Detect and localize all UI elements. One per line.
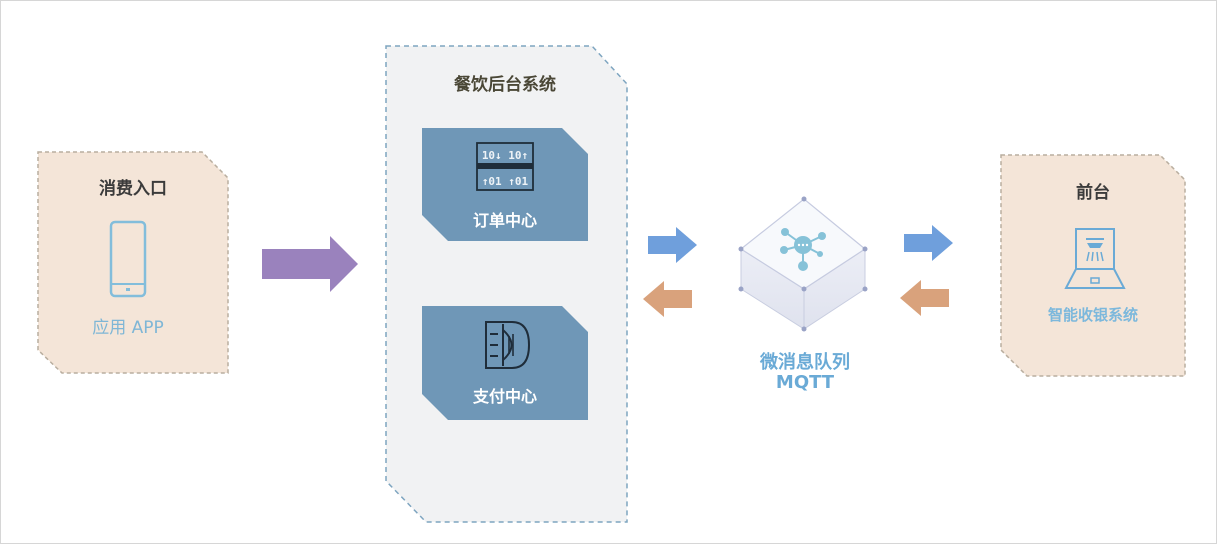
front-desk-title: 前台: [1076, 183, 1110, 203]
svg-text:↑01 ↑01: ↑01 ↑01: [482, 175, 529, 188]
hub-icon: [780, 228, 826, 271]
queue-title: 微消息队列: [760, 352, 850, 373]
vault-icon: [485, 321, 531, 369]
flow-arrow-app-to-backend: [262, 236, 358, 292]
binary-data-icon: 10↓ 10↑ ↑01 ↑01: [476, 142, 534, 191]
backend-title: 餐饮后台系统: [454, 75, 556, 95]
flow-arrow-queue-to-frontdesk: [904, 225, 953, 261]
pos-label: 智能收银系统: [1047, 306, 1138, 324]
order-center-card: [422, 128, 588, 241]
app-label: 应用 APP: [92, 318, 164, 338]
front-desk-box: [1000, 154, 1186, 377]
payment-center-label: 支付中心: [472, 387, 537, 406]
consumer-entry-title: 消费入口: [99, 179, 167, 199]
consumer-entry-box: [37, 151, 229, 374]
flow-arrow-frontdesk-to-queue: [900, 280, 949, 316]
svg-text:10↓ 10↑: 10↓ 10↑: [482, 149, 528, 162]
flow-arrow-backend-to-queue: [648, 227, 697, 263]
phone-icon: [109, 220, 147, 298]
cash-register-icon: [1064, 228, 1126, 289]
order-center-label: 订单中心: [472, 211, 537, 230]
queue-subtitle: MQTT: [775, 372, 835, 393]
backend-system-box: [385, 45, 628, 523]
flow-arrow-queue-to-backend: [643, 281, 692, 317]
payment-center-card: [422, 306, 588, 420]
